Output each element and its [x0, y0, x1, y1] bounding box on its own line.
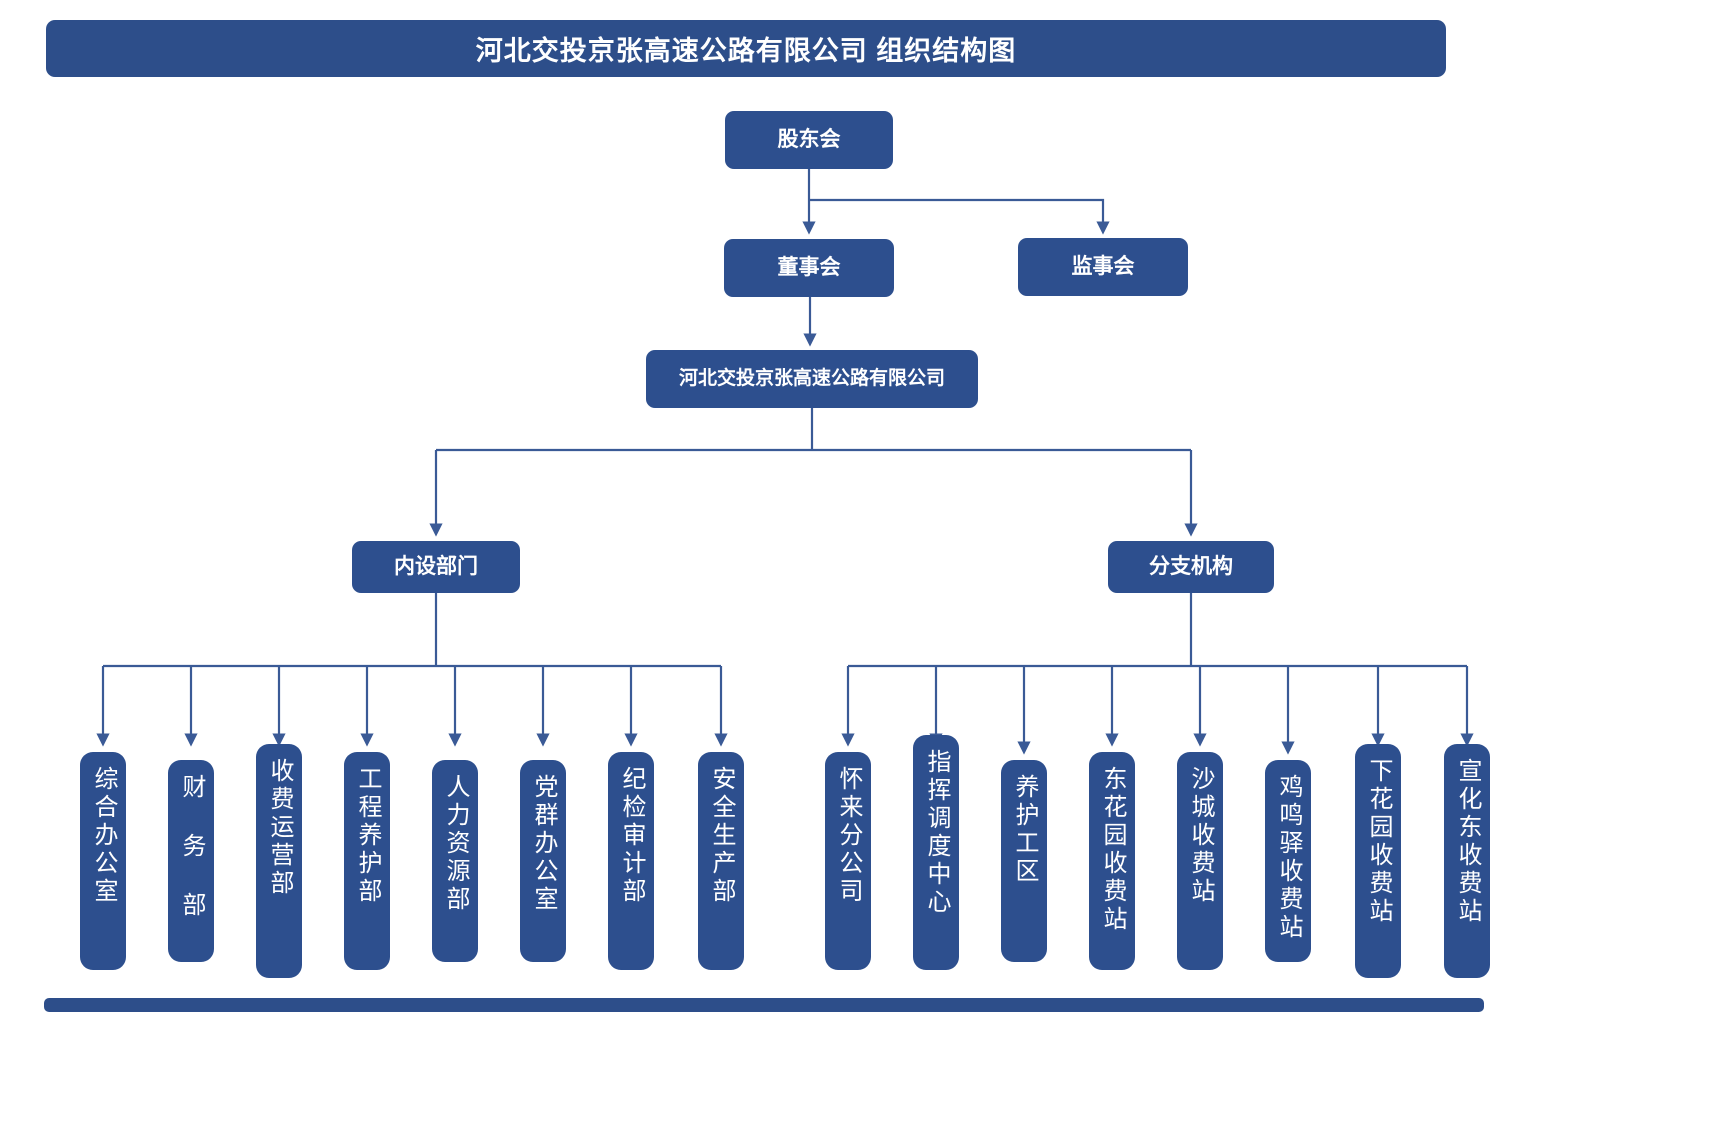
node-department-4-label: 人力资源部 [442, 774, 469, 914]
node-branch-4-label: 沙城收费站 [1187, 766, 1214, 906]
node-branch-2-label: 养护工区 [1011, 774, 1038, 886]
node-supervisory-board[interactable]: 监事会 [1018, 238, 1188, 296]
node-department-0-label: 综合办公室 [90, 766, 117, 906]
node-department-1-label: 财 务 部 [178, 774, 205, 920]
node-internal-departments-label: 内设部门 [394, 554, 478, 578]
chart-title-bar: 河北交投京张高速公路有限公司 组织结构图 [46, 20, 1446, 77]
node-department-3[interactable]: 工程养护部 [344, 752, 390, 970]
node-department-6[interactable]: 纪检审计部 [608, 752, 654, 970]
node-branch-3-label: 东花园收费站 [1099, 766, 1126, 934]
node-branch-7-label: 宣化东收费站 [1454, 758, 1481, 926]
node-branch-0-label: 怀来分公司 [835, 766, 862, 906]
node-department-5[interactable]: 党群办公室 [520, 760, 566, 962]
node-internal-departments[interactable]: 内设部门 [352, 541, 520, 593]
chart-bottom-bar [44, 998, 1484, 1012]
node-branch-7[interactable]: 宣化东收费站 [1444, 744, 1490, 978]
node-department-7-label: 安全生产部 [708, 766, 735, 906]
node-branch-5[interactable]: 鸡鸣驿收费站 [1265, 760, 1311, 962]
node-branch-1[interactable]: 指挥调度中心 [913, 735, 959, 970]
node-department-0[interactable]: 综合办公室 [80, 752, 126, 970]
node-branch-3[interactable]: 东花园收费站 [1089, 752, 1135, 970]
node-department-6-label: 纪检审计部 [618, 766, 645, 906]
node-branch-2[interactable]: 养护工区 [1001, 760, 1047, 962]
node-branch-organizations[interactable]: 分支机构 [1108, 541, 1274, 593]
node-department-5-label: 党群办公室 [530, 774, 557, 914]
node-board-of-directors-label: 董事会 [777, 255, 841, 279]
node-board-of-directors[interactable]: 董事会 [724, 239, 894, 297]
node-branch-1-label: 指挥调度中心 [923, 749, 950, 917]
node-department-4[interactable]: 人力资源部 [432, 760, 478, 962]
node-department-2[interactable]: 收费运营部 [256, 744, 302, 978]
node-branch-5-label: 鸡鸣驿收费站 [1275, 774, 1302, 942]
node-department-2-label: 收费运营部 [266, 758, 293, 898]
node-department-7[interactable]: 安全生产部 [698, 752, 744, 970]
node-shareholders-label: 股东会 [777, 127, 841, 151]
node-department-3-label: 工程养护部 [354, 766, 381, 906]
node-supervisory-board-label: 监事会 [1071, 254, 1135, 278]
page-title: 河北交投京张高速公路有限公司 组织结构图 [475, 36, 1017, 66]
node-branch-6-label: 下花园收费站 [1365, 758, 1392, 926]
node-branch-0[interactable]: 怀来分公司 [825, 752, 871, 970]
node-branch-6[interactable]: 下花园收费站 [1355, 744, 1401, 978]
node-company[interactable]: 河北交投京张高速公路有限公司 [646, 350, 978, 408]
node-shareholders[interactable]: 股东会 [725, 111, 893, 169]
node-branch-organizations-label: 分支机构 [1149, 554, 1233, 578]
node-company-label: 河北交投京张高速公路有限公司 [678, 368, 945, 390]
node-branch-4[interactable]: 沙城收费站 [1177, 752, 1223, 970]
node-department-1[interactable]: 财 务 部 [168, 760, 214, 962]
